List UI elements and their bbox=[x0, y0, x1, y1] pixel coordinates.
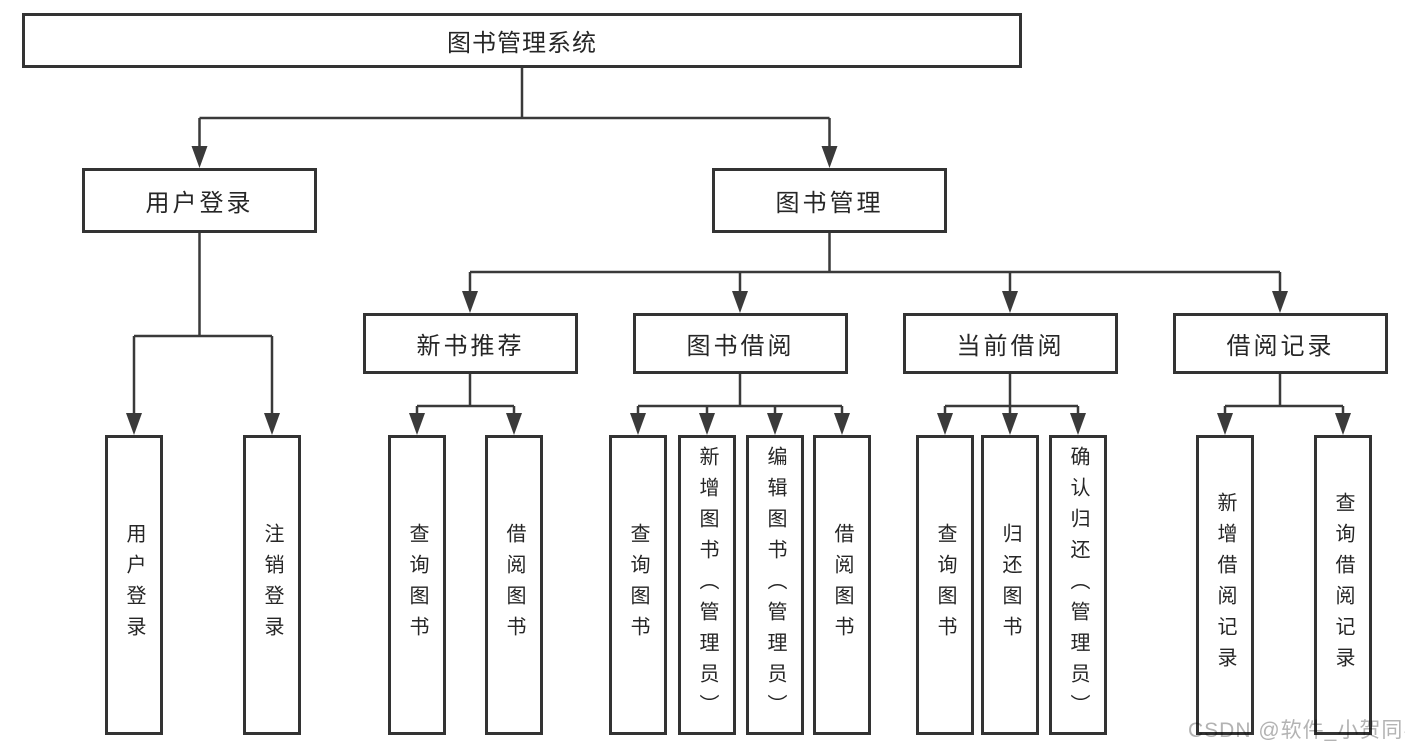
arrowhead bbox=[821, 146, 838, 168]
leaf-confirm-return-admin: 确认归还（管理员） bbox=[1049, 435, 1107, 735]
arrowhead bbox=[732, 291, 748, 313]
node-root: 图书管理系统 bbox=[22, 13, 1022, 68]
wire-user-login-children bbox=[132, 233, 274, 418]
arrowhead bbox=[191, 146, 208, 168]
leaf-query-borrow-record: 查询借阅记录 bbox=[1314, 435, 1372, 735]
leaf-borrow-books: 借阅图书 bbox=[813, 435, 871, 735]
node-new-book-recommend: 新书推荐 bbox=[363, 313, 578, 374]
arrowhead bbox=[506, 413, 522, 435]
arrowhead bbox=[1272, 291, 1288, 313]
arrowhead bbox=[699, 413, 715, 435]
wire-book-borrow-children bbox=[636, 374, 844, 418]
leaf-add-borrow-record: 新增借阅记录 bbox=[1196, 435, 1254, 735]
arrowhead bbox=[1217, 413, 1233, 435]
arrowhead bbox=[767, 413, 783, 435]
arrowhead bbox=[1002, 291, 1018, 313]
arrowhead bbox=[264, 413, 280, 435]
arrowhead bbox=[409, 413, 425, 435]
wire-book-mgmt-to-level3 bbox=[468, 233, 1282, 296]
csdn-watermark: CSDN @软件_小贺同学 bbox=[1188, 719, 1405, 742]
node-user-login: 用户登录 bbox=[82, 168, 317, 233]
leaf-query-books-borrow: 查询图书 bbox=[609, 435, 667, 735]
leaf-logout: 注销登录 bbox=[243, 435, 301, 735]
leaf-edit-book-admin: 编辑图书（管理员） bbox=[746, 435, 804, 735]
node-book-borrow: 图书借阅 bbox=[633, 313, 848, 374]
arrowhead bbox=[126, 413, 142, 435]
wire-current-borrow-children bbox=[943, 374, 1080, 418]
leaf-query-books-recommend: 查询图书 bbox=[388, 435, 446, 735]
node-book-management: 图书管理 bbox=[712, 168, 947, 233]
leaf-query-books-current: 查询图书 bbox=[916, 435, 974, 735]
leaf-user-login: 用户登录 bbox=[105, 435, 163, 735]
wire-new-book-children bbox=[415, 374, 516, 418]
leaf-return-book: 归还图书 bbox=[981, 435, 1039, 735]
arrowhead bbox=[937, 413, 953, 435]
arrowhead bbox=[1002, 413, 1018, 435]
node-borrow-records: 借阅记录 bbox=[1173, 313, 1388, 374]
arrowhead bbox=[834, 413, 850, 435]
wire-borrow-records-children bbox=[1223, 374, 1345, 418]
node-current-borrow: 当前借阅 bbox=[903, 313, 1118, 374]
leaf-add-book-admin: 新增图书（管理员） bbox=[678, 435, 736, 735]
wire-root-to-level2 bbox=[198, 68, 831, 150]
arrowhead bbox=[462, 291, 478, 313]
arrowhead bbox=[630, 413, 646, 435]
arrowhead bbox=[1070, 413, 1086, 435]
arrowhead bbox=[1335, 413, 1351, 435]
leaf-borrow-books-recommend: 借阅图书 bbox=[485, 435, 543, 735]
